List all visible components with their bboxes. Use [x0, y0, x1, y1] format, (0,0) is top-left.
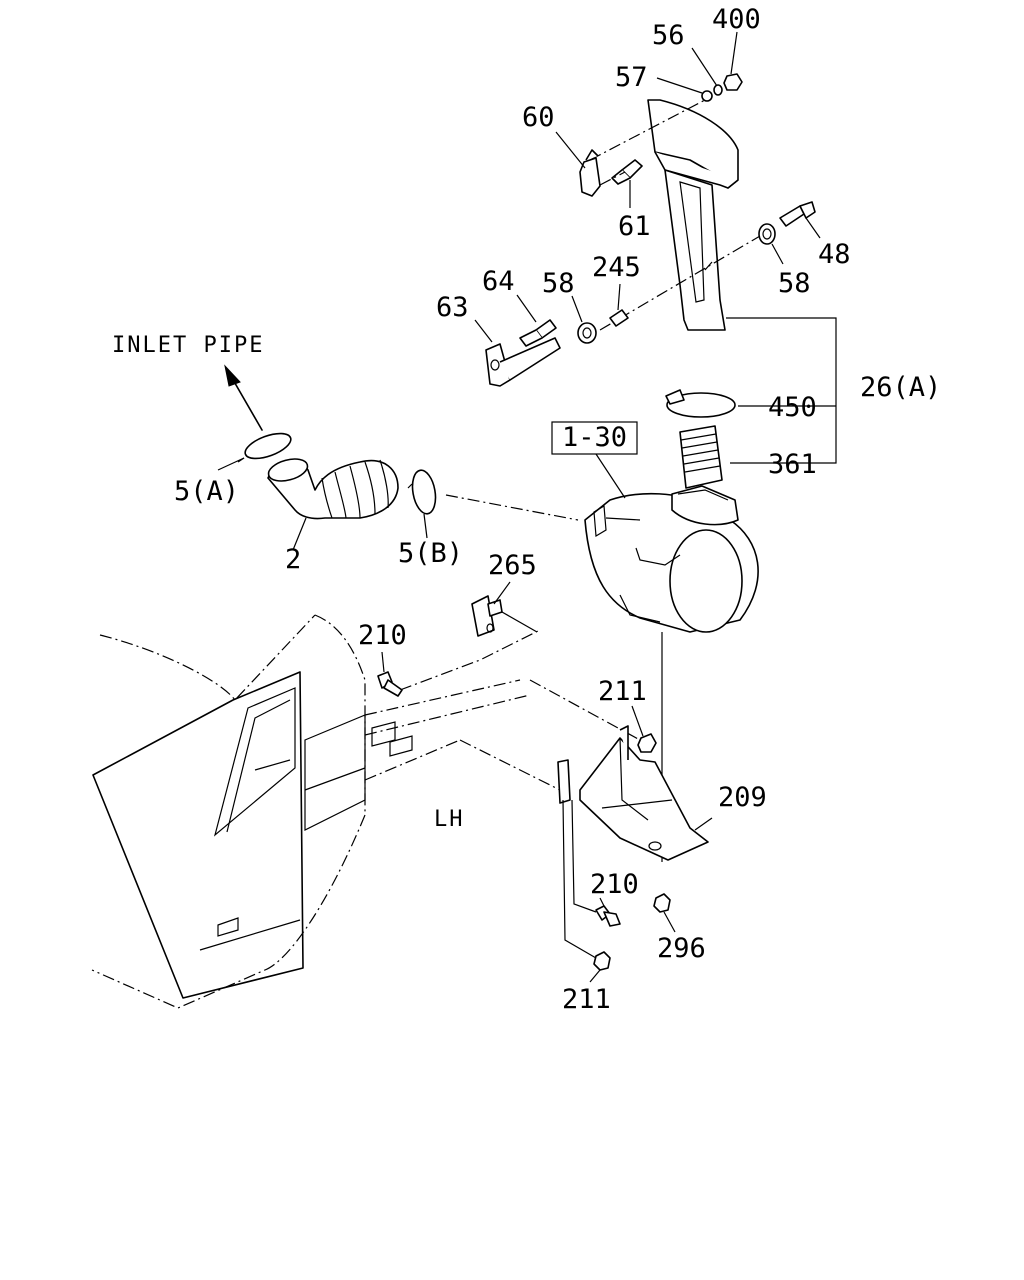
callout-63: 63 — [436, 292, 469, 323]
leader-lines — [217, 31, 821, 983]
nut-296 — [653, 893, 671, 913]
callout-5a: 5(A) — [174, 476, 239, 507]
callout-60: 60 — [522, 102, 555, 133]
callout-57: 57 — [615, 62, 648, 93]
truck-cab — [91, 614, 531, 1009]
ref-box-1-30 — [551, 421, 638, 455]
grommet-58-right — [758, 223, 776, 245]
callout-5b: 5(B) — [398, 538, 463, 569]
callout-265: 265 — [488, 550, 537, 581]
air-cleaner-1-30 — [584, 485, 759, 633]
inlet-pipe-note: INLET PIPE — [112, 333, 264, 358]
intake-duct — [647, 99, 739, 331]
callout-1-30: 1-30 — [562, 422, 627, 453]
callout-210-upper: 210 — [358, 620, 407, 651]
callout-58-right: 58 — [778, 268, 811, 299]
group-bracket-26a — [726, 317, 837, 464]
callout-209: 209 — [718, 782, 767, 813]
clamp-450 — [665, 389, 736, 418]
lh-note: LH — [434, 807, 465, 832]
element-361 — [679, 425, 723, 489]
nut-211-upper — [637, 733, 657, 753]
callout-26a: 26(A) — [860, 372, 941, 403]
callout-2: 2 — [285, 544, 301, 575]
clamp-5a — [237, 432, 292, 463]
callout-48: 48 — [818, 239, 851, 270]
nut-211-lower — [593, 951, 611, 971]
hose-2 — [267, 458, 399, 520]
callout-211-upper: 211 — [598, 676, 647, 707]
bolt-210-lower — [595, 905, 621, 927]
bracket-209 — [557, 725, 709, 861]
callout-61: 61 — [618, 211, 651, 242]
nut-400 — [723, 73, 743, 91]
clamp-5b — [407, 469, 437, 515]
callout-64: 64 — [482, 266, 515, 297]
callout-361: 361 — [768, 449, 817, 480]
callout-450: 450 — [768, 392, 817, 423]
spacer-245 — [609, 309, 629, 327]
inlet-pipe-arrow — [224, 364, 263, 431]
callout-210-lower: 210 — [590, 869, 639, 900]
bolt-61 — [611, 159, 643, 185]
callout-400: 400 — [712, 4, 761, 35]
washer-57 — [701, 90, 713, 102]
bracket-265 — [471, 595, 503, 637]
bolt-210-upper — [377, 671, 403, 697]
washer-56 — [713, 84, 723, 96]
bolt-64 — [519, 319, 557, 347]
callout-56: 56 — [652, 20, 685, 51]
callout-58-left: 58 — [542, 268, 575, 299]
bracket-63 — [485, 337, 561, 387]
grommet-58-left — [577, 322, 597, 344]
callout-296: 296 — [657, 933, 706, 964]
bolt-48 — [779, 201, 816, 227]
callout-245: 245 — [592, 252, 641, 283]
callout-211-lower: 211 — [562, 984, 611, 1015]
